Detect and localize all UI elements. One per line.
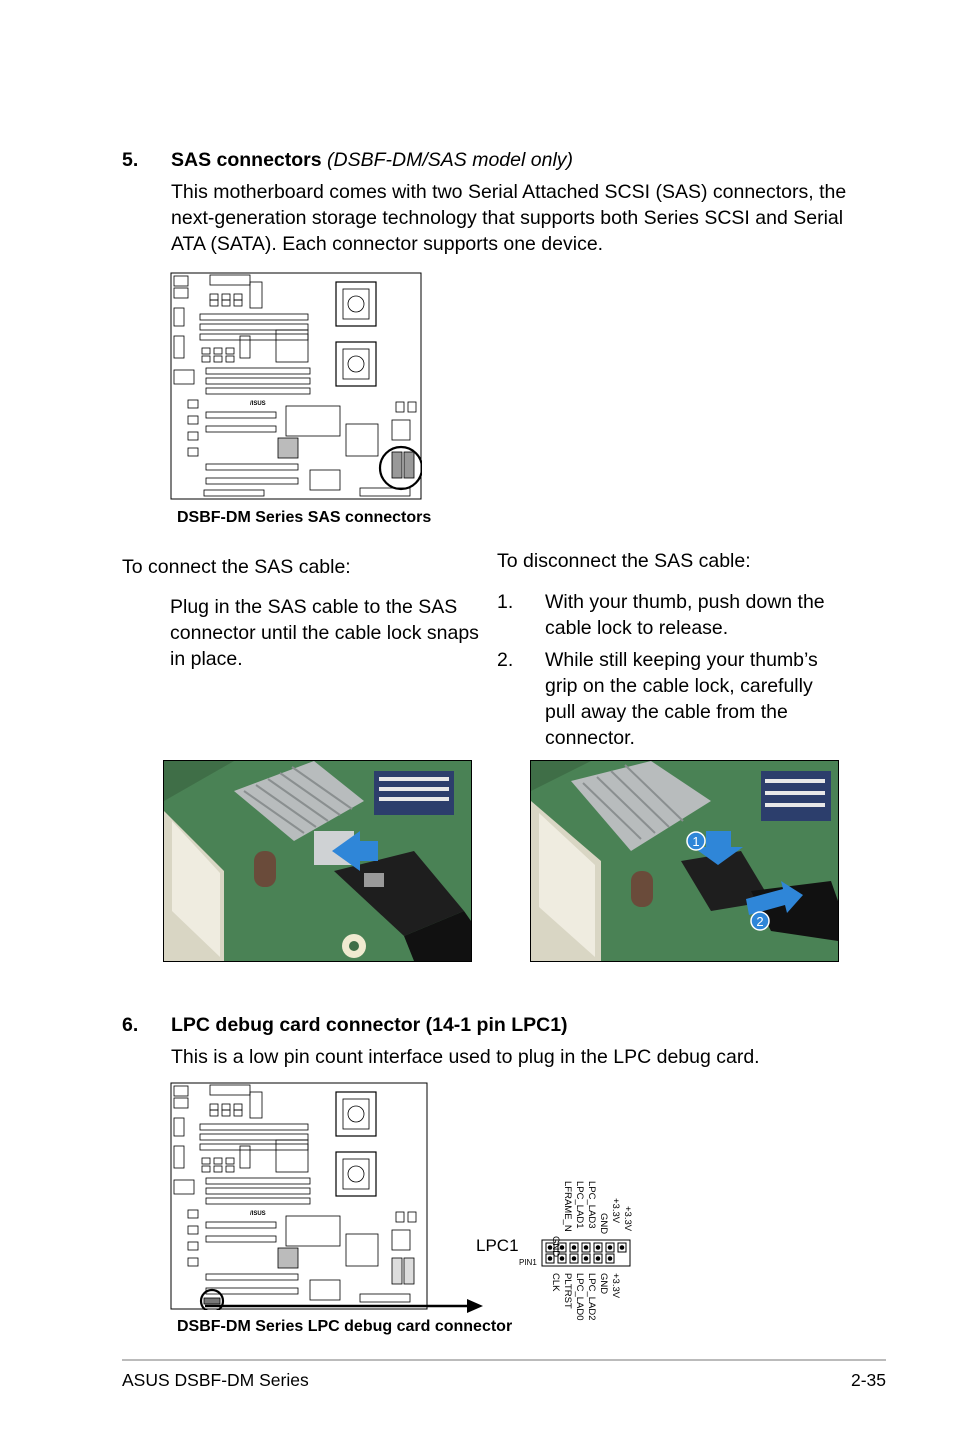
board-brand-2: /ISUS (250, 1211, 266, 1217)
pin1-label: PIN1 (519, 1258, 537, 1267)
pin-bottom-4: LPC_LAD2 (586, 1273, 597, 1321)
sas-figure-caption: DSBF-DM Series SAS connectors (177, 509, 432, 526)
disconnect-step-2-text: While still keeping your thumb’s grip on… (545, 649, 818, 749)
sas-connector-2 (403, 451, 415, 479)
section5-heading: SAS connectors (DSBF-DM/SAS model only) (171, 147, 573, 173)
footer-divider (122, 1359, 886, 1361)
footer-page-number: 2-35 (850, 1370, 886, 1390)
section5-title-note: (DSBF-DM/SAS model only) (327, 149, 574, 171)
section6-number: 6. (122, 1014, 139, 1036)
lpc1-pin-labels: GND LFRAME_N LPC_LAD1 LPC_LAD3 GND +3.3V… (550, 1181, 633, 1321)
lpc1-label: LPC1 (476, 1236, 519, 1255)
section5-body: This motherboard comes with two Serial A… (171, 181, 847, 255)
pin-bottom-5: GND (598, 1273, 609, 1294)
connect-step: Plug in the SAS cable to the SAS connect… (170, 596, 479, 670)
photo-disconnect-sas-cable: 1 2 (530, 760, 839, 962)
pin-bottom-6: +3.3V (610, 1273, 621, 1299)
pin-top-5: GND (598, 1213, 609, 1234)
sas-highlight-circle (378, 445, 422, 491)
disconnect-step-2-number: 2. (497, 649, 514, 671)
section5-title: SAS connectors (171, 149, 322, 171)
disconnect-step-1-text: With your thumb, push down the cable loc… (545, 591, 825, 639)
motherboard-lpc-figure: /ISUS (170, 1082, 428, 1310)
footer-left: ASUS DSBF-DM Series (122, 1370, 309, 1390)
pin-bottom-2: PLTRST (562, 1273, 573, 1309)
lpc1-pin-header (541, 1239, 631, 1267)
pin-top-2: LFRAME_N (562, 1181, 573, 1232)
pin-top-4: LPC_LAD3 (586, 1181, 597, 1229)
pin-bottom-3: LPC_LAD0 (574, 1273, 585, 1321)
marker-1: 1 (692, 834, 699, 849)
marker-2: 2 (756, 914, 763, 929)
motherboard-sas-figure: /ISUS (170, 272, 422, 500)
lpc-pointer-arrow (205, 1299, 483, 1313)
section5-number: 5. (122, 149, 139, 171)
board-brand: /ISUS (250, 401, 266, 407)
pin-bottom-1: CLK (550, 1273, 561, 1292)
lpc-highlight-circle (199, 1288, 225, 1310)
lpc1-header (203, 1297, 221, 1305)
pin-top-7: +3.3V (622, 1206, 633, 1232)
pin-top-6: +3.3V (610, 1198, 621, 1224)
pin-top-3: LPC_LAD1 (574, 1181, 585, 1229)
photo-connect-sas-cable (163, 760, 472, 962)
lpc-figure-caption: DSBF-DM Series LPC debug card connector (177, 1318, 513, 1335)
connect-heading: To connect the SAS cable: (122, 556, 351, 578)
disconnect-step-1-number: 1. (497, 591, 514, 613)
pin-top-1: GND (550, 1236, 561, 1257)
section6-body: This is a low pin count interface used t… (171, 1046, 760, 1068)
sas-connector-1 (391, 451, 403, 479)
section6-title: LPC debug card connector (14-1 pin LPC1) (171, 1014, 568, 1036)
disconnect-heading: To disconnect the SAS cable: (497, 550, 751, 572)
